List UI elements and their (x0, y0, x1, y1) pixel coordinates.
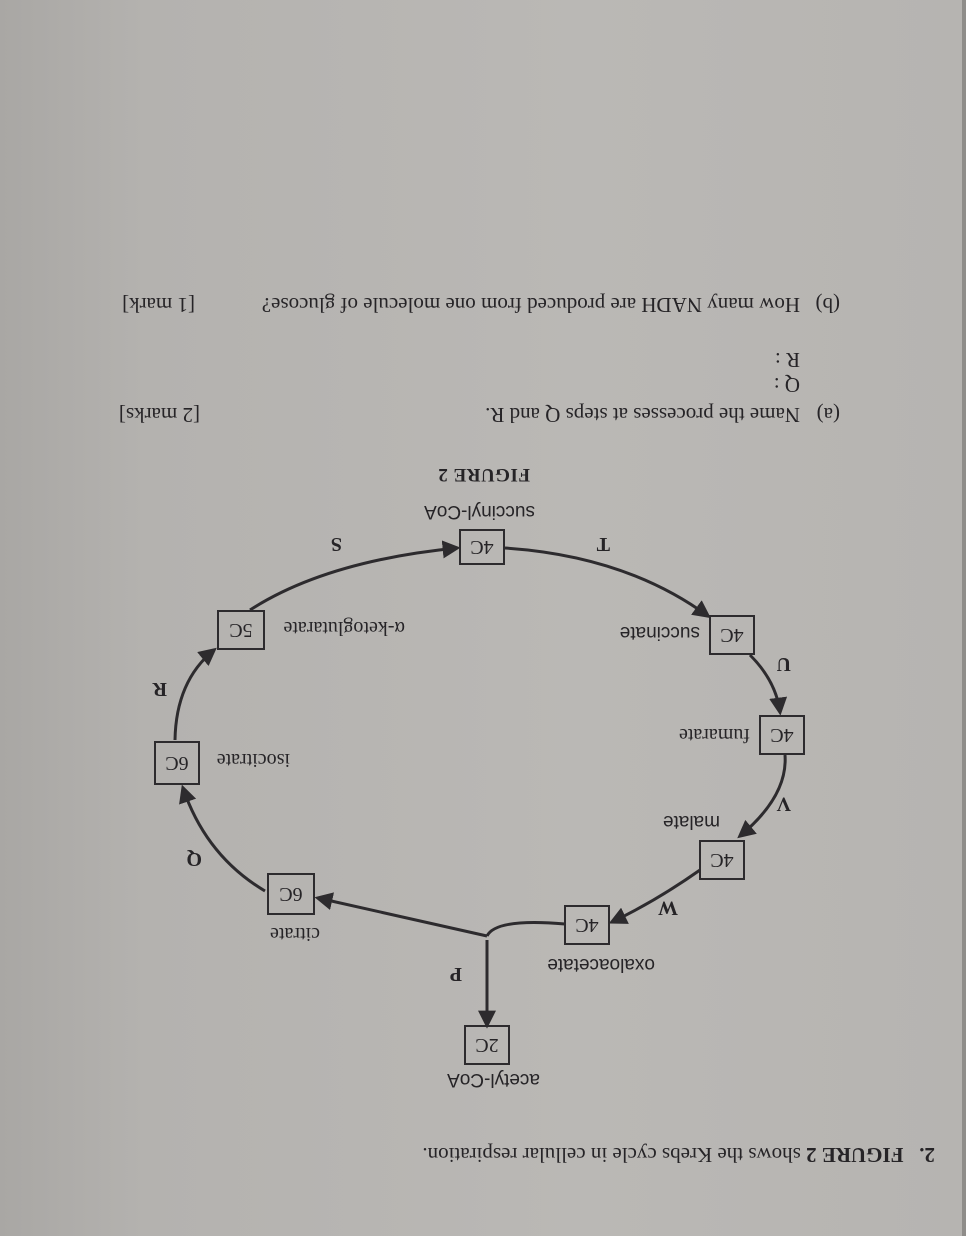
step-t: T (596, 533, 610, 555)
label-malate: malate (662, 811, 720, 832)
step-r: R (152, 678, 167, 700)
arrow-to-citrate (314, 892, 488, 938)
arrow-v (737, 754, 787, 839)
label-citrate: citrate (270, 923, 320, 945)
label-acetyl-coa: acetyl-CoA (447, 1069, 540, 1090)
part-b-label: (b) (815, 293, 841, 317)
step-w: W (658, 897, 678, 919)
label-alpha-ketoglutarate: α-ketoglutarate (283, 617, 405, 639)
box-oxaloacetate: 4C (564, 905, 610, 945)
arrow-t (504, 546, 711, 619)
box-citrate: 6C (267, 873, 315, 915)
label-fumarate: fumarate (678, 724, 750, 746)
arrow-u (748, 653, 788, 716)
step-s: S (330, 533, 342, 555)
box-isocitrate: 6C (154, 741, 200, 785)
label-succinyl-coa: succinyl-CoA (424, 501, 535, 522)
box-succinate: 4C (709, 615, 755, 655)
arrow-w (608, 868, 701, 924)
part-a-marks: [2 marks] (118, 403, 200, 427)
arrow-s (249, 540, 461, 612)
box-alpha-ketoglutarate: 5C (217, 610, 265, 650)
part-b-question: How many NADH are produced from one mole… (261, 293, 800, 317)
answer-r-label: R : (774, 348, 800, 372)
figure-caption: FIGURE 2 (437, 464, 530, 485)
step-q: Q (186, 848, 202, 870)
part-a-label: (a) (816, 403, 840, 427)
box-fumarate: 4C (759, 715, 805, 755)
box-malate: 4C (699, 840, 745, 880)
box-succinyl-coa: 4C (459, 529, 505, 565)
part-a-question: Name the processes at steps Q and R. (485, 403, 800, 427)
label-succinate: succinate (619, 622, 700, 643)
step-p: P (449, 963, 462, 985)
box-acetyl-coa: 2C (464, 1025, 510, 1065)
part-b-marks: [1 mark] (122, 293, 195, 317)
answer-q-label: Q : (773, 373, 800, 397)
arrow-q (179, 784, 266, 893)
step-u: U (776, 653, 791, 675)
arrow-r (173, 647, 217, 741)
label-isocitrate: isocitrate (216, 749, 290, 771)
step-v: V (776, 793, 791, 815)
label-oxaloacetate: oxaloacetate (547, 954, 655, 975)
